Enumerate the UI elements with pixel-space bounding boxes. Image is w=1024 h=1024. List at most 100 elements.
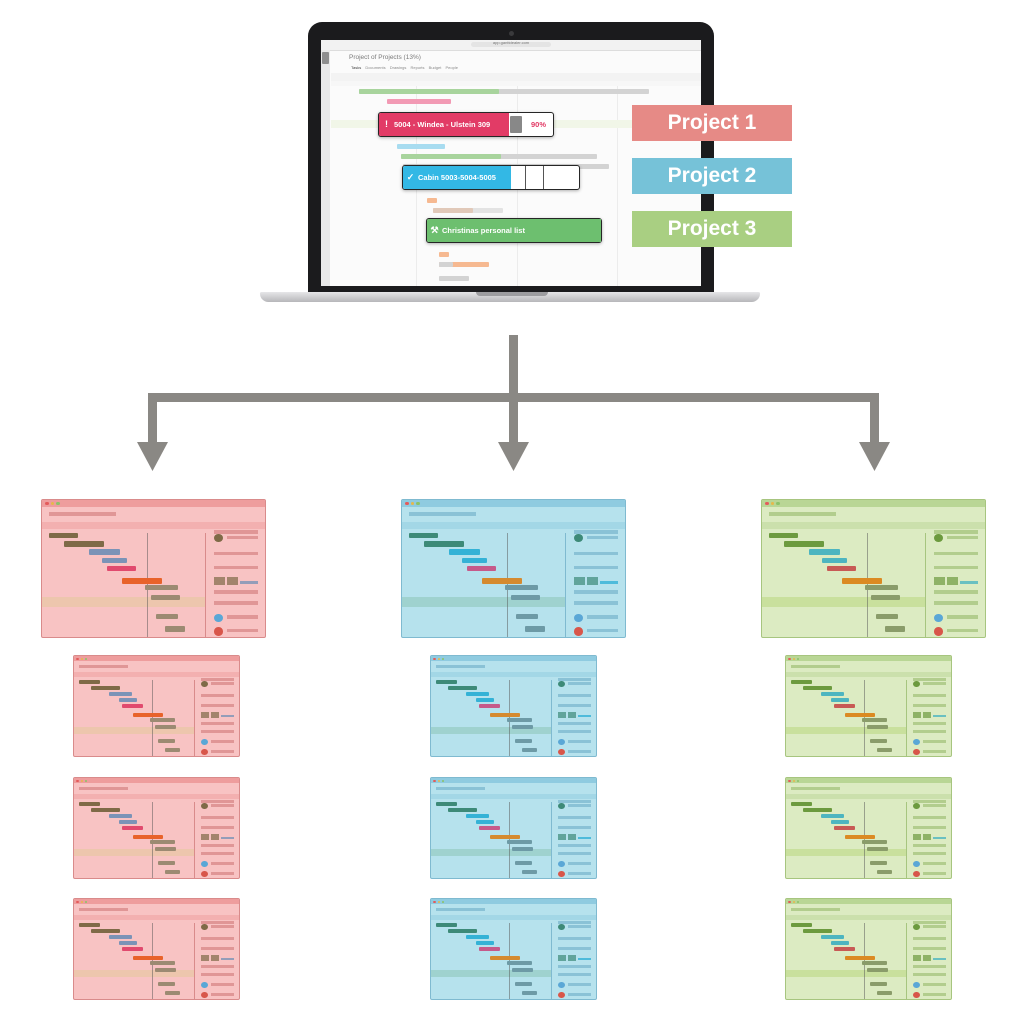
thumbnail-toolbar [431,672,596,677]
thumbnail-gantt-bar [490,956,521,960]
window-dot-icon [776,502,781,506]
thumbnail-toolbar [762,521,985,529]
thumbnail-project2 [401,499,626,638]
callout-project-1[interactable]: !5004 - Windea - Ulstein 309 90% [378,112,554,137]
thumbnail-title [768,512,836,517]
thumbnail-gantt-bar [820,935,844,939]
thumbnail-panel-square [922,712,932,718]
thumbnail-panel-square [913,712,922,718]
thumbnail-panel-square [567,712,577,718]
thumbnail-project3 [785,777,952,879]
thumbnail-gantt-bar [515,613,539,620]
timeline-header [331,81,701,86]
thumbnail-highlight-row [431,849,552,856]
thumbnail-gantt-bar [118,941,137,945]
thumbnail-divider [924,532,926,637]
thumbnail-panel-line [201,973,235,976]
thumbnail-panel-line [213,590,259,594]
thumbnail-gantt-bar [466,565,496,572]
thumbnail-toolbar [786,915,951,920]
gantt-bar[interactable] [359,89,649,94]
tab-budget[interactable]: Budget [428,65,442,70]
thumbnail-panel-line [932,837,947,839]
thumbnail-gantt-bar [833,704,856,708]
gantt-bar[interactable] [427,198,437,203]
tab-drawings[interactable]: Drawings [389,65,407,70]
thumbnail-panel-line [558,730,592,733]
thumbnail-panel-line [201,816,235,819]
thumbnail-panel-line [558,973,592,976]
thumbnail-panel-line [210,872,235,875]
thumbnail-panel-line [567,993,592,996]
app-title: Project of Projects (13%) [349,54,421,61]
thumbnail-gantt-bar [435,802,458,806]
thumbnail-panel-line [913,937,947,940]
thumbnail-titlebar [42,500,265,507]
thumbnail-gantt-bar [802,808,833,812]
thumbnail-panel-line [577,715,592,717]
thumbnail-gantt-bar [90,686,121,690]
thumbnail-gantt-bar [465,814,489,818]
callout-project-3-bar: ⚒Christinas personal list [427,219,601,242]
thumbnail-panel-line [201,800,235,803]
thumbnail-panel-square [558,712,567,718]
gantt-bar[interactable] [433,208,503,213]
thumbnail-titlebar [431,778,596,783]
thumbnail-divider [906,802,908,878]
thumbnail-panel-line [210,862,235,865]
thumbnail-gantt-bar [866,968,889,972]
thumbnail-panel-line [933,565,979,570]
thumbnail-avatar-icon [201,803,208,809]
url-bar[interactable]: app.ganttdealer.com [471,40,551,47]
thumbnail-gantt-bar [149,961,175,965]
tab-people[interactable]: People [445,65,458,70]
thumbnail-divider [551,923,553,999]
thumbnail-gantt-bar [149,840,175,844]
thumbnail-panel-line [240,580,259,584]
thumbnail-panel-line [201,947,235,950]
thumbnail-avatar-icon [913,871,920,877]
thumbnail-panel-line [558,816,592,819]
tab-tasks[interactable]: Tasks [351,65,362,70]
thumbnail-gantt-bar [465,692,489,696]
thumbnail-gantt-bar [118,698,137,702]
thumbnail-avatar-icon [201,992,208,998]
gantt-bar[interactable] [387,99,451,104]
callout-project-3[interactable]: ⚒Christinas personal list [426,218,602,243]
thumbnail-panel-line [558,965,592,968]
thumbnail-project3 [761,499,986,638]
window-dot-icon [441,779,445,782]
thumbnail-avatar-icon [213,627,223,636]
thumbnail-panel-line [922,750,947,753]
thumbnail-panel-square [922,834,932,840]
callout-project-2[interactable]: ✓Cabin 5003-5004-5005 [402,165,580,190]
url-text: app.ganttdealer.com [492,40,530,45]
window-dot-icon [80,779,84,782]
tab-reports[interactable]: Reports [410,65,425,70]
window-dot-icon [433,657,437,660]
thumbnail-highlight-row [402,597,565,607]
app-tabs: Tasks Documents Drawings Reports Budget … [351,65,458,70]
gantt-bar[interactable] [397,144,445,149]
thumbnail-gantt-bar [515,739,532,743]
sidebar-button[interactable] [322,52,329,64]
thumbnail-gantt-bar [871,594,901,600]
thumbnail-gantt-bar [802,929,833,933]
gantt-bar[interactable] [439,276,469,281]
gantt-bar[interactable] [439,252,449,257]
tab-documents[interactable]: Documents [365,65,386,70]
gantt-bar[interactable] [439,262,489,267]
thumbnail-panel-square [573,576,585,585]
thumbnail-gantt-bar [833,826,856,830]
thumbnail-toolbar [786,672,951,677]
legend-project-1: Project 1 [632,105,792,141]
thumbnail-gantt-bar [521,870,537,874]
thumbnail-avatar-icon [913,739,920,745]
thumbnail-gantt-bar [158,982,175,986]
thumbnail-avatar-icon [201,739,208,745]
gantt-bar[interactable] [439,262,453,267]
thumbnail-gantt-bar [64,541,105,547]
thumbnail-gantt-bar [424,541,465,547]
arrow-head-right [859,442,890,471]
thumbnail-gantt-bar [490,835,521,839]
